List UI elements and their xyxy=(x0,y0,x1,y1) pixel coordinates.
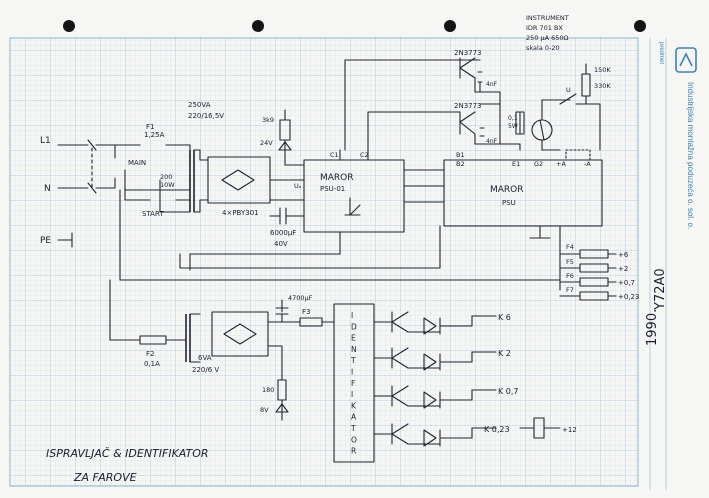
label-plus12: +12 xyxy=(562,426,577,434)
identifikator-letter: K xyxy=(351,401,357,410)
identifikator-letter: A xyxy=(351,413,357,422)
output-stages xyxy=(373,311,561,447)
label-minus-a: -A xyxy=(584,160,591,168)
label-trafo2-va: 6VA xyxy=(198,354,212,362)
label-cap4700: 4700μF xyxy=(288,294,313,302)
margin-mark: predmet xyxy=(658,42,664,64)
labels: L1 N PE F1 1,25A MAIN START 200 10W 250V… xyxy=(40,14,639,434)
label-t2: 2N3773 xyxy=(454,102,482,110)
label-f4: F4 xyxy=(566,243,574,251)
label-r330: 330K xyxy=(594,82,611,90)
label-f5: F5 xyxy=(566,258,574,266)
publisher-logo-icon xyxy=(675,47,697,73)
label-l1: L1 xyxy=(40,136,51,146)
binder-holes xyxy=(63,20,646,32)
label-plus023: +0,23 xyxy=(618,293,639,301)
label-psu01-1: MAROR xyxy=(320,173,354,183)
label-k023: K 0,23 xyxy=(484,425,510,434)
label-z24: 24V xyxy=(260,139,273,147)
grid-border xyxy=(9,37,639,487)
grid-area xyxy=(10,38,638,486)
identifikator-letter: I xyxy=(351,368,353,377)
label-plus6: +6 xyxy=(618,251,629,259)
label-k2: K 2 xyxy=(498,349,511,358)
label-r200-watt: 10W xyxy=(160,181,175,189)
label-b1: B1 xyxy=(456,151,465,159)
label-z8: 8V xyxy=(260,406,269,414)
label-c1: C1 xyxy=(330,151,339,159)
margin-strip: Industrijska montažna poduzeća o. sol. o… xyxy=(649,38,697,490)
instrument-line3: 250 μA 650Ω xyxy=(526,34,569,42)
label-r150: 150K xyxy=(594,66,611,74)
label-start: START xyxy=(142,210,164,218)
identifikator-letter: E xyxy=(351,334,356,343)
label-f3: F3 xyxy=(302,308,310,316)
identifikator-letter: R xyxy=(351,447,356,456)
label-f2-value: 0,1A xyxy=(144,360,160,368)
instrument-line4: skala 0-20 xyxy=(526,44,560,52)
identifikator-letter: F xyxy=(351,379,355,388)
label-nf1: 4nF xyxy=(486,81,498,88)
label-cap40: 40V xyxy=(274,240,288,248)
label-f7: F7 xyxy=(566,286,574,294)
instrument-line1: INSTRUMENT xyxy=(526,14,569,22)
label-f6: F6 xyxy=(566,272,574,280)
label-k07: K 0,7 xyxy=(498,387,519,396)
label-c2: C2 xyxy=(360,151,369,159)
label-main: MAIN xyxy=(128,159,146,167)
sheet-code: Y72A0 xyxy=(653,268,668,311)
label-e1: E1 xyxy=(512,160,520,168)
label-trafo1-v: 220/16,5V xyxy=(188,112,224,120)
label-nf2: 4nF xyxy=(486,138,498,145)
identifikator-letter: T xyxy=(350,356,356,365)
label-r200: 200 xyxy=(160,173,172,181)
label-cap6000: 6000μF xyxy=(270,229,296,237)
identifikator-letter: D xyxy=(351,322,357,331)
identifikator-label: IDENTIFIKATOR xyxy=(350,311,357,456)
identifikator-letter: I xyxy=(351,390,353,399)
title-line1: ISPRAVLJAČ & IDENTIFIKATOR xyxy=(46,447,209,460)
label-g2: G2 xyxy=(534,160,543,168)
identifikator-letter: O xyxy=(351,435,357,444)
label-psu-2: PSU xyxy=(502,199,516,207)
label-k6: K 6 xyxy=(498,313,511,322)
label-plus07: +0,7 xyxy=(618,279,635,287)
label-b2: B2 xyxy=(456,160,465,168)
sheet-year: 1990. xyxy=(645,309,660,346)
label-u: U xyxy=(566,86,571,94)
label-r01: 0,1 xyxy=(508,115,518,122)
identifikator-letter: T xyxy=(350,424,356,433)
instrument-line2: IDR 701 BX xyxy=(526,24,563,32)
label-r180: 180 xyxy=(262,386,274,394)
label-trafo2-v: 220/6 V xyxy=(192,366,219,374)
label-t1: 2N3773 xyxy=(454,49,482,57)
publisher-name: Industrijska montažna poduzeća o. sol. o… xyxy=(686,82,695,229)
label-f1: F1 xyxy=(146,123,154,131)
label-plus2: +2 xyxy=(618,265,628,273)
wiring xyxy=(57,57,617,463)
label-f1-value: 1,25A xyxy=(144,131,165,139)
identifikator-letter: N xyxy=(351,345,357,354)
label-r3k9: 3k9 xyxy=(262,116,274,124)
label-bridge1: 4×PBY301 xyxy=(222,209,259,217)
label-trafo1-va: 250VA xyxy=(188,101,211,109)
label-n: N xyxy=(44,184,51,194)
label-pe: PE xyxy=(40,236,51,246)
label-plus-a: +A xyxy=(556,160,566,168)
label-f2: F2 xyxy=(146,350,154,358)
label-psu-1: MAROR xyxy=(490,185,524,195)
identifikator-letter: I xyxy=(351,311,353,320)
label-r5w: 5W xyxy=(508,123,518,130)
title-line2: ZA FAROVE xyxy=(73,471,137,484)
label-psu01-2: PSU-01 xyxy=(320,185,345,193)
label-ua: Uₐ xyxy=(294,182,302,190)
